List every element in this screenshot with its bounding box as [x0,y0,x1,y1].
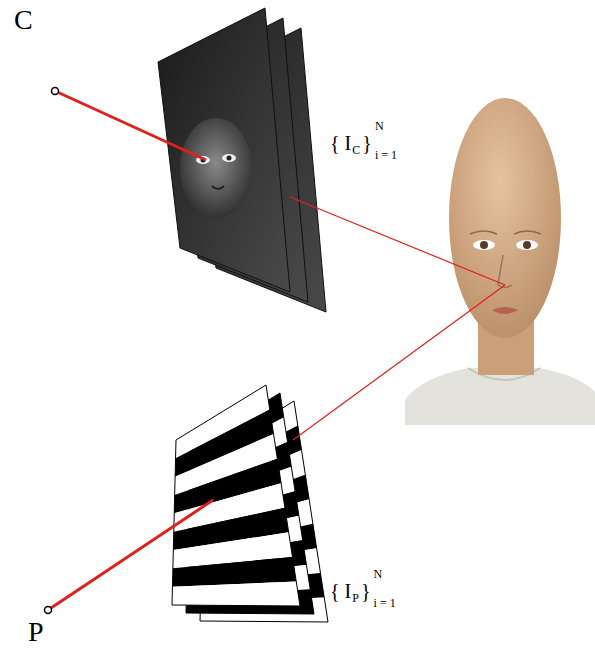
projector-center [45,607,52,614]
image-plane [158,8,290,292]
subscript: P [352,592,359,604]
eye [516,240,538,250]
set-close: } [361,581,371,601]
head [449,98,561,338]
set-open: { I [330,133,351,153]
set-open: { I [330,581,351,601]
point-label: P [28,618,44,646]
sweater [405,368,595,425]
eye [473,240,495,250]
subscript: i = 1 [375,149,397,162]
lips [492,307,518,314]
ray [293,285,505,440]
mouth [212,186,224,189]
iris [523,241,531,249]
set-close: } [362,133,372,153]
point-label: C [14,6,33,34]
camera-image-stack [158,8,326,312]
projector-ray [48,500,213,610]
stripe [172,581,300,606]
pupil [227,156,232,161]
subscript: C [352,144,360,156]
mannequin-photo [405,98,595,425]
set-notation: { IP}Ni = 1 [330,578,396,604]
stripe [172,557,296,587]
index-range: Ni = 1 [374,578,396,604]
index-range: Ni = 1 [375,130,397,156]
iris [480,241,488,249]
camera-ray [55,91,206,160]
eye [222,154,236,162]
pattern-plane [172,385,300,606]
face-image [180,118,252,218]
superscript: N [374,568,396,581]
superscript: N [375,120,397,133]
camera-center [52,88,59,95]
ray [290,197,505,285]
projector-pattern-stack [172,385,328,622]
subscript: i = 1 [374,597,396,610]
eyelid [470,231,541,234]
set-notation: { IC}Ni = 1 [330,130,397,156]
